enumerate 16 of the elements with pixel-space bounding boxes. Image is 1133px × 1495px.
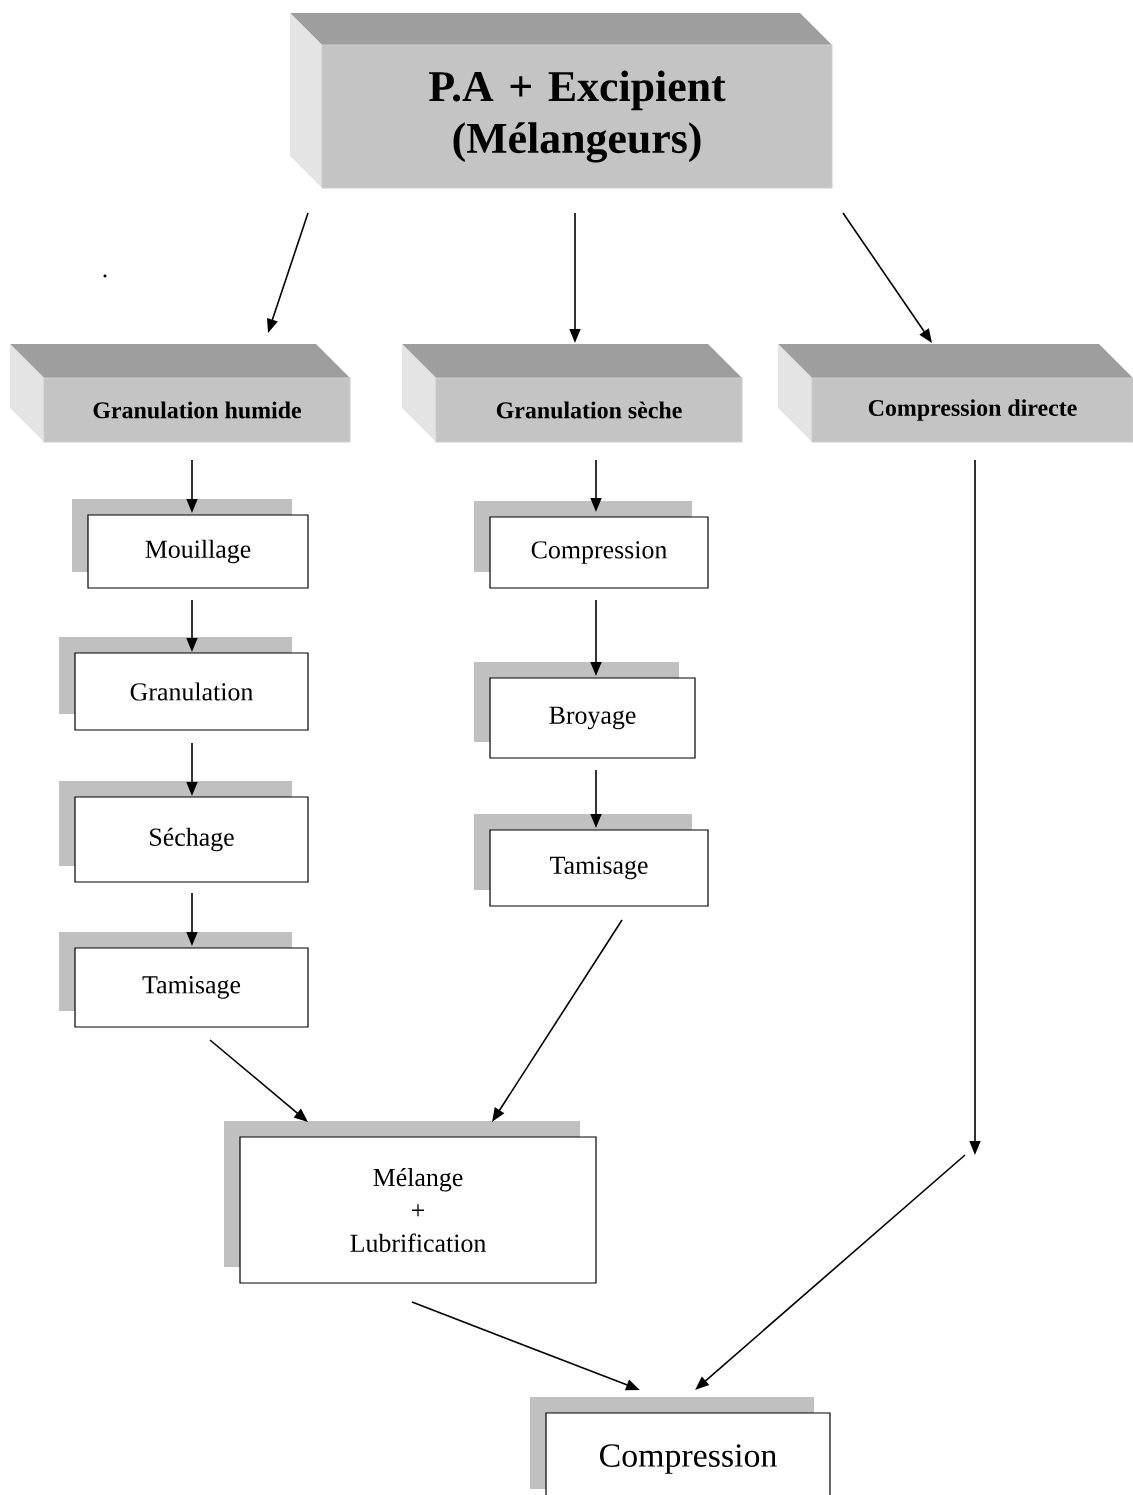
process-box: Tamisage <box>474 814 709 907</box>
process-box: Granulation <box>59 637 309 731</box>
bevel-box: Granulation humide <box>10 344 351 443</box>
process-box: Séchage <box>59 781 309 883</box>
arrow <box>695 1154 966 1390</box>
process-box: Mouillage <box>72 499 309 589</box>
dot-mark: . <box>103 274 107 278</box>
process-box: Tamisage <box>59 932 309 1028</box>
bevel-box: Granulation sèche <box>402 344 743 443</box>
bevel-box: P.A + Excipient (Mélangeurs) <box>290 13 833 189</box>
process-box: Broyage <box>474 662 696 759</box>
process-box: Compression <box>530 1397 831 1495</box>
bevel-box: Compression directe <box>778 344 1133 443</box>
process-box: Compression <box>474 501 709 589</box>
arrow <box>209 1039 308 1122</box>
process-box: Mélange + Lubrification <box>224 1121 597 1284</box>
